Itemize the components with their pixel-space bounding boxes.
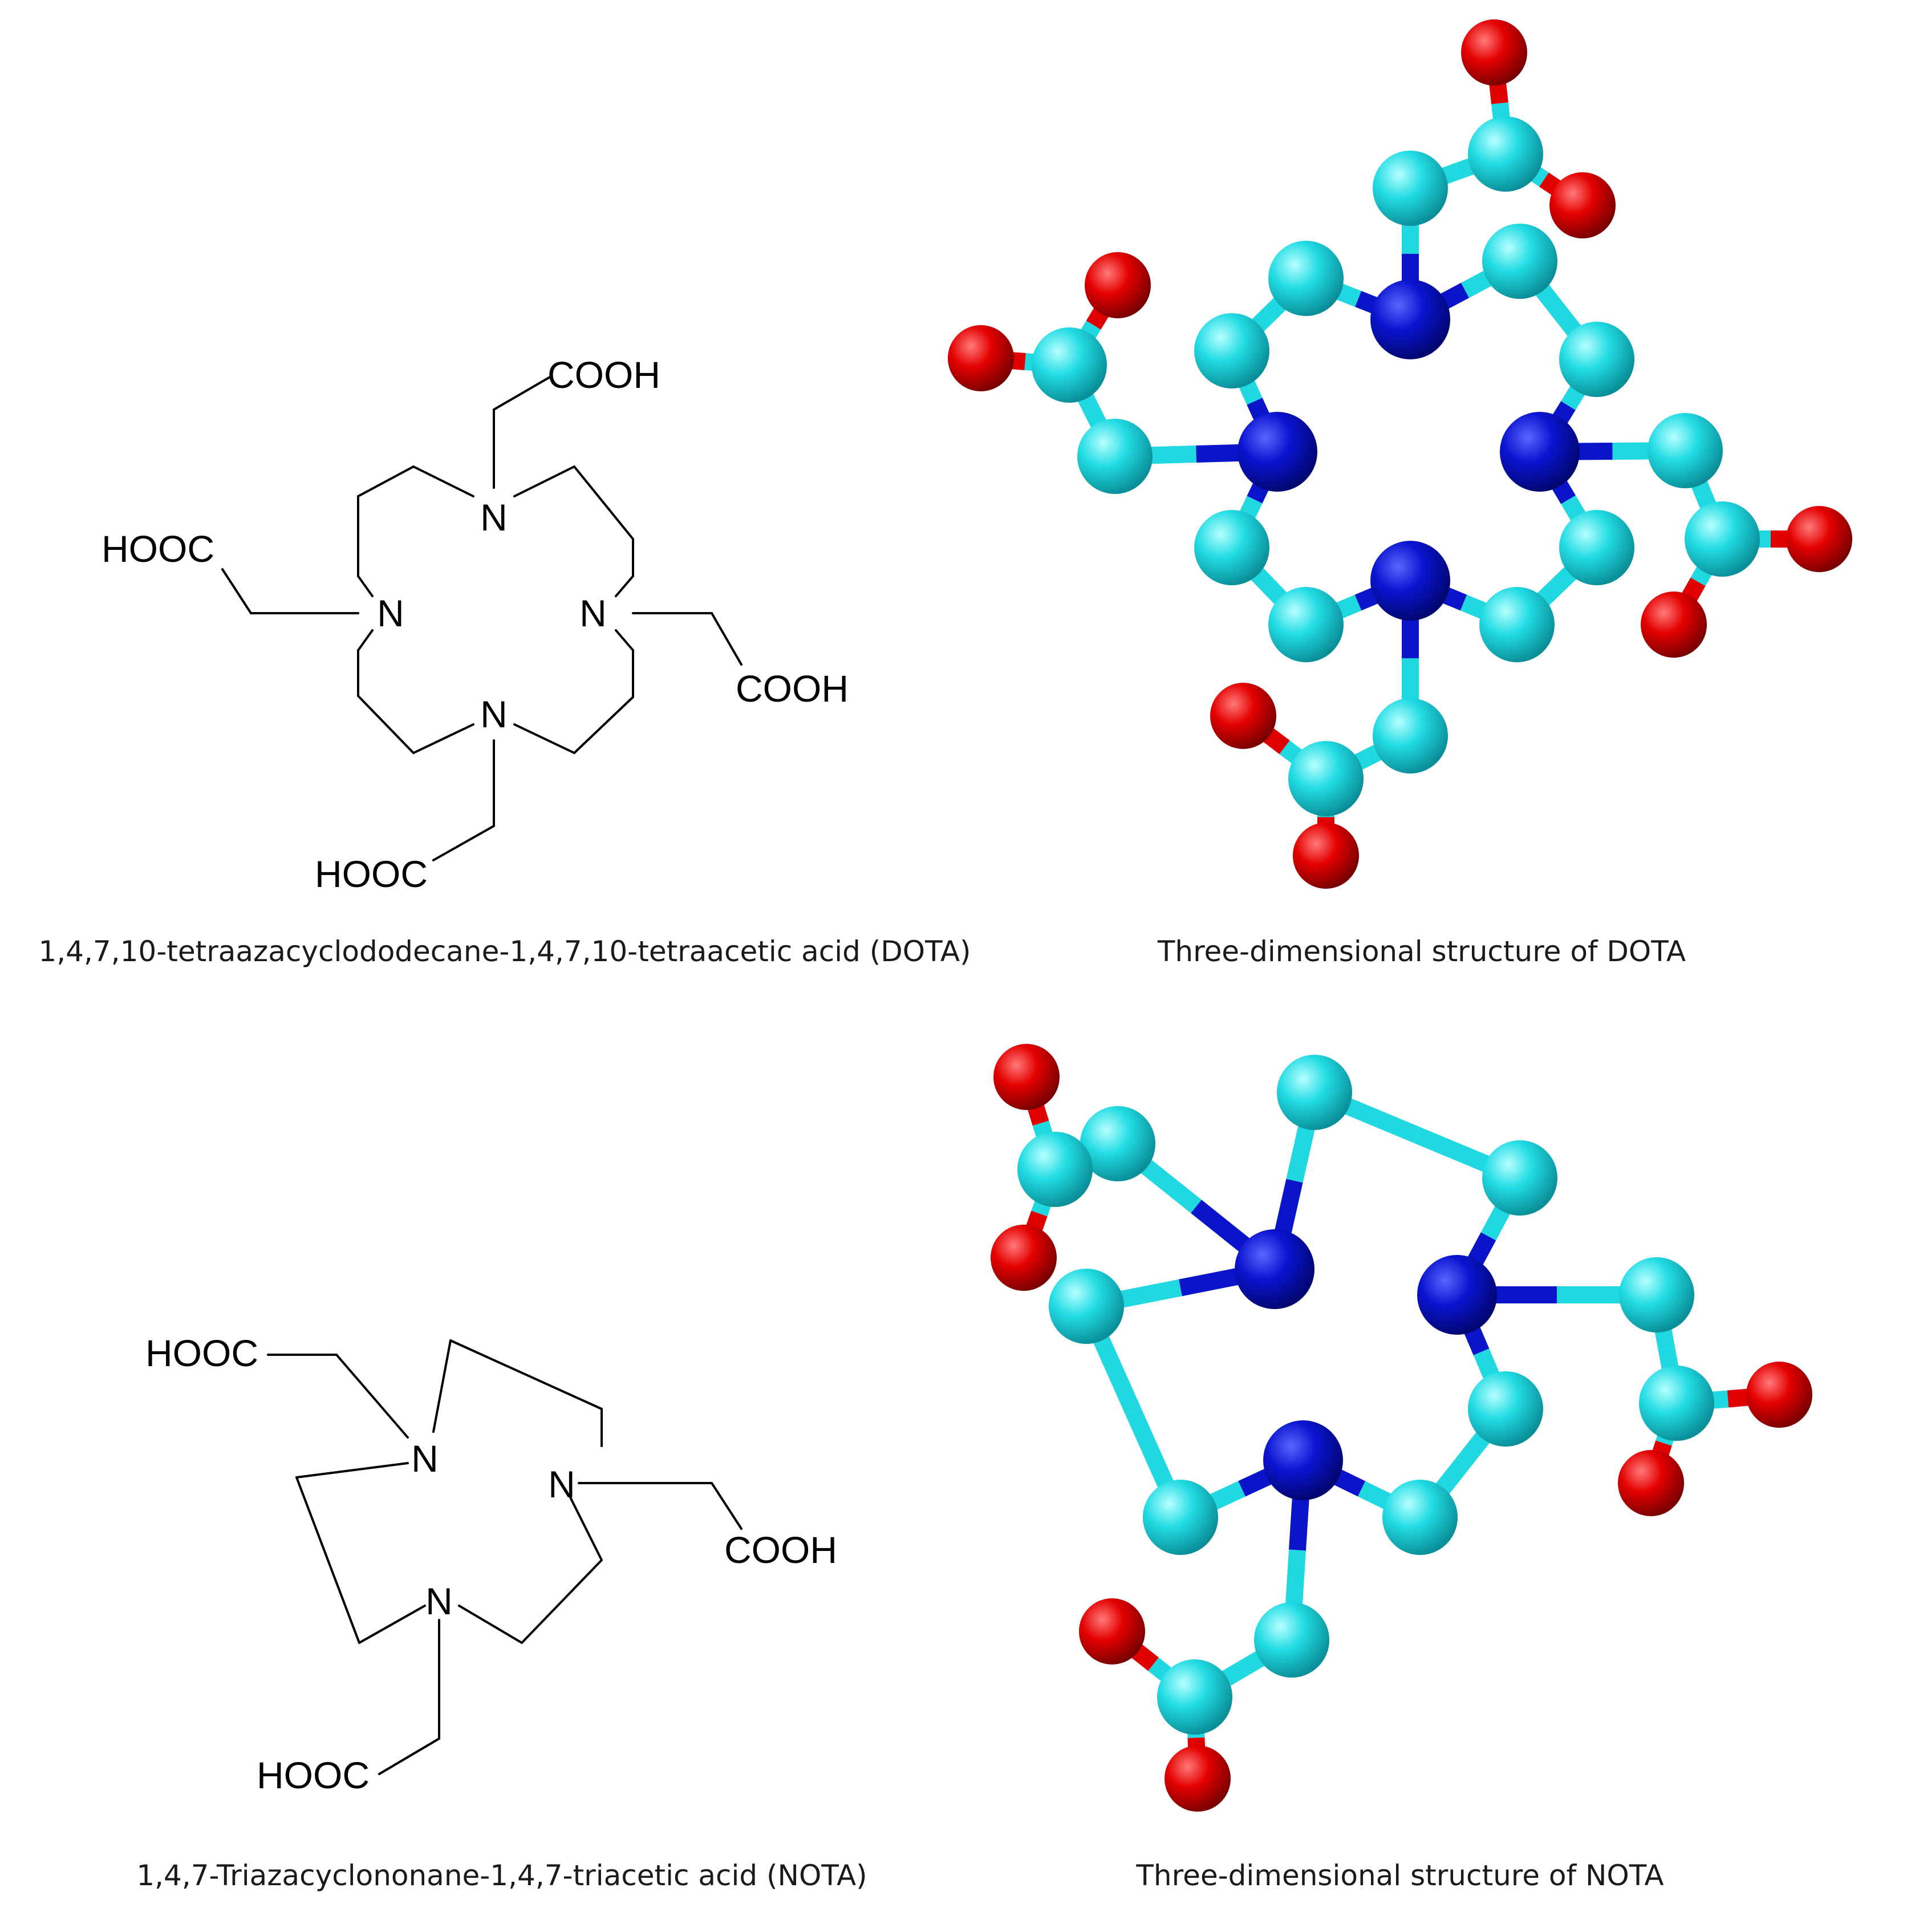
nota-3d-carbon-atom-13	[1619, 1257, 1694, 1332]
dota-3d-carbon-atom-9	[1559, 510, 1634, 585]
dota-3d-carbon-atom-6	[1194, 510, 1269, 585]
dota-3d-oxygen-atom-23	[1641, 592, 1707, 658]
dota-2d-structure: N N N N COOH HOOC COOH HOOC	[102, 354, 849, 895]
dota-3d-carbon-atom-13	[1468, 116, 1543, 192]
nota-2d-atom-labels: N N N HOOC COOH HOOC	[145, 1332, 837, 1796]
dota-3d-carbon-atom-4	[1268, 241, 1344, 316]
dota-3d-nitrogen-atom-1	[1238, 412, 1317, 492]
nota-3d-oxygen-atom-12	[991, 1225, 1057, 1291]
dota-2d-cooh-top: COOH	[547, 354, 660, 396]
dota-3d-oxygen-atom-27	[1293, 823, 1359, 889]
dota-3d-carbon-atom-12	[1373, 151, 1448, 226]
nota-3d-caption: Three-dimensional structure of NOTA	[1135, 1859, 1664, 1892]
nota-3d-carbon-atom-6	[1468, 1371, 1543, 1447]
nota-3d-oxygen-atom-16	[1618, 1450, 1684, 1516]
dota-3d-oxygen-atom-14	[1461, 19, 1527, 86]
nota-2d-hooc-top: HOOC	[145, 1332, 258, 1374]
nota-3d-oxygen-atom-20	[1165, 1745, 1231, 1812]
dota-2d-n-bottom: N	[480, 693, 508, 735]
dota-3d-nitrogen-atom-2	[1500, 412, 1580, 492]
nota-3d-carbon-atom-9	[1049, 1269, 1124, 1344]
dota-3d-carbon-atom-25	[1288, 741, 1364, 816]
dota-3d-structure	[948, 19, 1852, 889]
nota-3d-oxygen-atom-19	[1079, 1598, 1145, 1664]
dota-3d-oxygen-atom-18	[948, 325, 1014, 391]
nota-3d-carbon-atom-10	[1017, 1132, 1093, 1207]
nota-2d-n-left: N	[411, 1437, 439, 1480]
dota-3d-carbon-atom-8	[1479, 587, 1555, 662]
nota-2d-bonds	[267, 1339, 743, 1775]
dota-3d-carbon-atom-20	[1648, 413, 1723, 488]
nota-3d-nitrogen-atom-0	[1235, 1229, 1314, 1309]
dota-2d-n-right: N	[579, 592, 607, 634]
dota-3d-nitrogen-atom-0	[1370, 280, 1450, 359]
dota-3d-carbon-atom-11	[1482, 224, 1557, 299]
nota-3d-carbon-atom-8	[1143, 1480, 1218, 1555]
dota-2d-bonds	[221, 375, 743, 861]
nota-3d-oxygen-atom-15	[1746, 1362, 1812, 1428]
dota-3d-oxygen-atom-22	[1786, 506, 1852, 572]
nota-3d-carbon-atom-3	[1080, 1106, 1155, 1181]
nota-2d-caption: 1,4,7-Triazacyclononane-1,4,7-triacetic …	[136, 1859, 867, 1892]
dota-3d-carbon-atom-16	[1077, 419, 1153, 494]
dota-3d-caption: Three-dimensional structure of DOTA	[1157, 935, 1686, 968]
nota-3d-atoms	[991, 1044, 1812, 1812]
nota-2d-structure: N N N HOOC COOH HOOC	[145, 1332, 837, 1796]
nota-3d-carbon-atom-5	[1482, 1140, 1557, 1216]
nota-2d-n-bottom: N	[425, 1580, 453, 1622]
dota-3d-atoms	[948, 19, 1852, 889]
dota-3d-carbon-atom-24	[1373, 698, 1448, 773]
dota-2d-n-left: N	[377, 592, 404, 634]
dota-3d-oxygen-atom-19	[1085, 252, 1151, 318]
dota-3d-nitrogen-atom-3	[1370, 541, 1450, 621]
nota-2d-cooh-right: COOH	[724, 1529, 837, 1571]
dota-3d-oxygen-atom-15	[1549, 172, 1616, 238]
dota-3d-carbon-atom-5	[1194, 313, 1269, 388]
dota-3d-carbon-atom-7	[1268, 587, 1344, 662]
dota-3d-carbon-atom-21	[1685, 501, 1760, 577]
nota-3d-carbon-atom-17	[1254, 1602, 1329, 1678]
nota-3d-nitrogen-atom-2	[1263, 1420, 1343, 1500]
nota-3d-carbon-atom-4	[1277, 1055, 1352, 1130]
nota-3d-carbon-atom-14	[1639, 1366, 1714, 1441]
dota-2d-cooh-right: COOH	[736, 667, 849, 710]
nota-3d-carbon-atom-7	[1382, 1480, 1458, 1555]
nota-3d-structure	[991, 1044, 1812, 1812]
dota-2d-caption: 1,4,7,10-tetraazacyclododecane-1,4,7,10-…	[38, 935, 971, 968]
nota-2d-n-right: N	[548, 1463, 575, 1505]
dota-3d-oxygen-atom-26	[1210, 683, 1276, 749]
dota-2d-n-top: N	[480, 496, 508, 538]
dota-2d-hooc-left: HOOC	[102, 528, 214, 570]
dota-3d-carbon-atom-10	[1559, 322, 1634, 397]
nota-3d-nitrogen-atom-1	[1417, 1255, 1497, 1335]
nota-3d-oxygen-atom-11	[993, 1044, 1060, 1110]
dota-3d-carbon-atom-17	[1032, 327, 1107, 403]
nota-2d-hooc-bottom: HOOC	[257, 1754, 370, 1796]
dota-2d-hooc-bottom: HOOC	[315, 853, 428, 895]
dota-2d-atom-labels: N N N N COOH HOOC COOH HOOC	[102, 354, 849, 895]
nota-3d-carbon-atom-18	[1157, 1659, 1232, 1735]
